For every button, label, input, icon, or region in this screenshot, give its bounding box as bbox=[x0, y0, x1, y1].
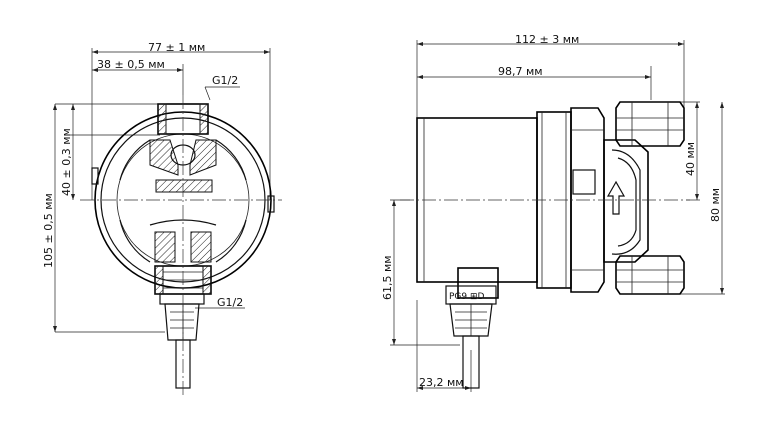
width-dim-label: 77 ± 1 мм bbox=[148, 41, 205, 54]
front-view: 77 ± 1 мм 38 ± 0,5 мм G1/2 105 ± 0,5 мм … bbox=[42, 41, 282, 395]
port-height-label: 40 мм bbox=[684, 142, 697, 176]
upper-port-fitting bbox=[615, 101, 685, 147]
port-dim-label: 40 ± 0,3 мм bbox=[60, 128, 73, 196]
cable-side bbox=[462, 335, 480, 389]
union-nut bbox=[570, 107, 605, 293]
flow-direction-arrow-icon bbox=[606, 180, 626, 215]
pump-casing bbox=[603, 139, 649, 263]
terminal-box bbox=[457, 267, 499, 299]
cable-gland bbox=[159, 293, 205, 305]
thread-bottom-label: G1/2 bbox=[217, 296, 243, 309]
offset-dim-label: 38 ± 0,5 мм bbox=[97, 58, 165, 71]
cable-marking-label: PG9 ⊞D bbox=[449, 292, 485, 302]
flange-height-label: 80 мм bbox=[709, 188, 722, 222]
thread-top-label: G1/2 bbox=[212, 74, 238, 87]
lower-port-fitting bbox=[615, 255, 685, 295]
height-dim-label: 105 ± 0,5 мм bbox=[42, 193, 55, 268]
cable-offset-label: 23,2 мм bbox=[419, 376, 464, 389]
body-length-label: 98,7 мм bbox=[498, 65, 543, 78]
cable-height-label: 61,5 мм bbox=[381, 255, 394, 300]
overall-length-label: 112 ± 3 мм bbox=[515, 33, 579, 46]
side-view: 112 ± 3 мм 98,7 мм 40 мм 80 мм 61,5 мм 2… bbox=[381, 33, 725, 392]
